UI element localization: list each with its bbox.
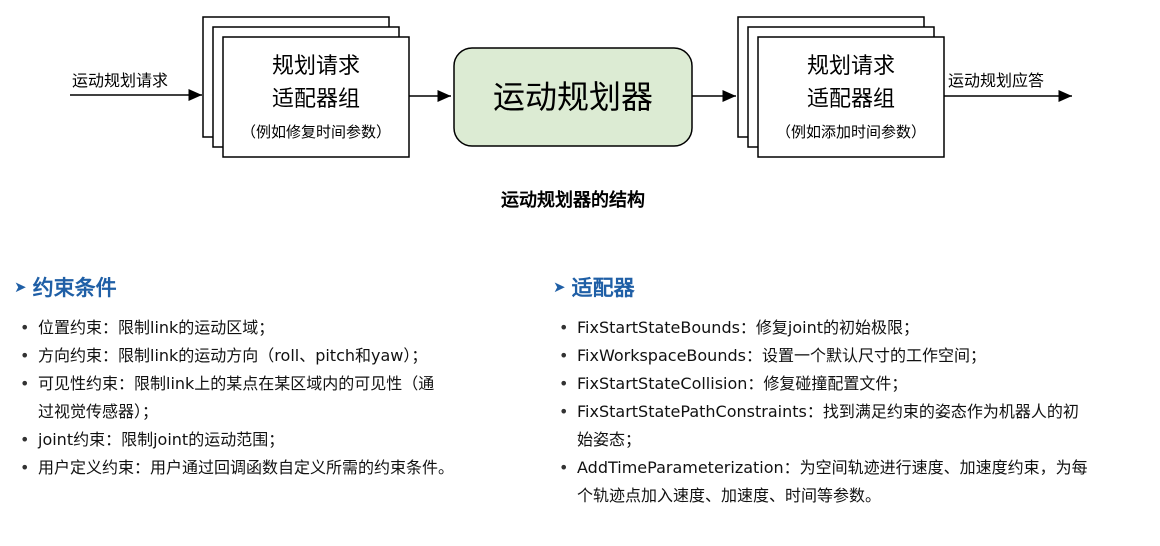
list-item: 可见性约束：限制link上的某点在某区域内的可见性（通 xyxy=(14,370,534,398)
arrow-bullet-icon: ➤ xyxy=(553,278,566,296)
list-item-continuation: 个轨迹点加入速度、加速度、时间等参数。 xyxy=(577,486,882,505)
planner-label: 运动规划器 xyxy=(493,78,653,116)
adapters-list: FixStartStateBounds：修复joint的初始极限； FixWor… xyxy=(553,314,1153,510)
constraints-section: ➤ 约束条件 位置约束：限制link的运动区域； 方向约束：限制link的运动方… xyxy=(14,272,534,482)
diagram-caption: 运动规划器的结构 xyxy=(501,189,645,211)
input-label: 运动规划请求 xyxy=(72,71,168,90)
motion-planner-box: 运动规划器 xyxy=(453,47,693,147)
planner-structure-diagram: 运动规划请求 规划请求 适配器组 （例如修复时间参数） 运动规划器 规划请求 适… xyxy=(70,16,1072,211)
constraints-title: ➤ 约束条件 xyxy=(14,272,534,302)
right-box-note: （例如添加时间参数） xyxy=(776,123,926,141)
left-box-line2: 适配器组 xyxy=(272,87,360,112)
list-item: joint约束：限制joint的运动范围； xyxy=(14,426,534,454)
list-item: FixStartStatePathConstraints：找到满足约束的姿态作为… xyxy=(553,398,1153,426)
constraints-list: 位置约束：限制link的运动区域； 方向约束：限制link的运动方向（roll、… xyxy=(14,314,534,482)
constraints-title-text: 约束条件 xyxy=(32,276,117,300)
list-item: 方向约束：限制link的运动方向（roll、pitch和yaw）； xyxy=(14,342,534,370)
list-item-continuation: 始姿态； xyxy=(577,430,642,449)
list-item-continuation: 过视觉传感器）； xyxy=(38,402,159,421)
list-item: 位置约束：限制link的运动区域； xyxy=(14,314,534,342)
right-box-line2: 适配器组 xyxy=(807,87,895,112)
right-box-line1: 规划请求 xyxy=(807,54,895,79)
left-box-line1: 规划请求 xyxy=(272,54,360,79)
arrow-bullet-icon: ➤ xyxy=(14,278,27,296)
adapters-title-text: 适配器 xyxy=(571,276,635,300)
list-item: FixStartStateBounds：修复joint的初始极限； xyxy=(553,314,1153,342)
list-item: FixWorkspaceBounds：设置一个默认尺寸的工作空间； xyxy=(553,342,1153,370)
output-label: 运动规划应答 xyxy=(948,71,1044,90)
right-adapter-stack: 规划请求 适配器组 （例如添加时间参数） xyxy=(737,16,945,158)
adapters-section: ➤ 适配器 FixStartStateBounds：修复joint的初始极限； … xyxy=(553,272,1153,510)
list-item: AddTimeParameterization：为空间轨迹进行速度、加速度约束，… xyxy=(553,454,1153,482)
left-adapter-stack: 规划请求 适配器组 （例如修复时间参数） xyxy=(202,16,410,158)
list-item: 用户定义约束：用户通过回调函数自定义所需的约束条件。 xyxy=(14,454,534,482)
list-item: FixStartStateCollision：修复碰撞配置文件； xyxy=(553,370,1153,398)
left-box-note: （例如修复时间参数） xyxy=(241,123,391,141)
adapters-title: ➤ 适配器 xyxy=(553,272,1153,302)
